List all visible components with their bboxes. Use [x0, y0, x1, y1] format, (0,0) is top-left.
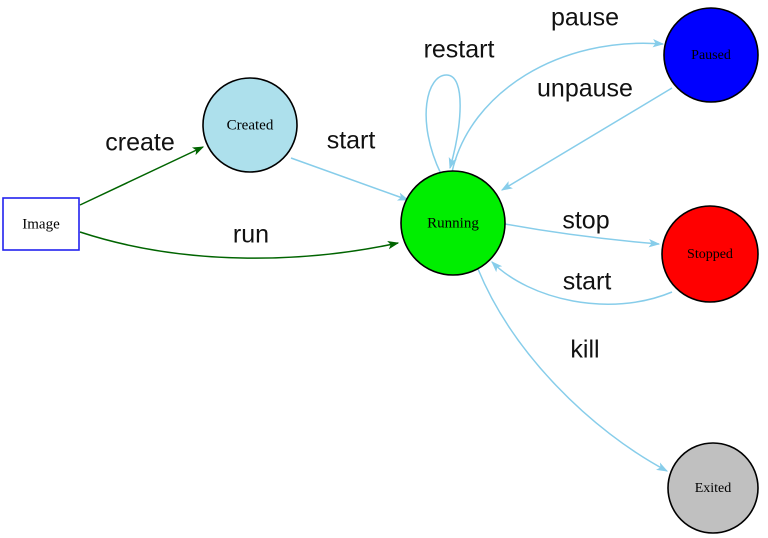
node-stopped[interactable]: Stopped: [661, 205, 759, 303]
node-exited-label: Exited: [695, 481, 732, 496]
node-paused-label: Paused: [691, 48, 731, 63]
node-running[interactable]: Running: [400, 170, 506, 276]
edge-label-restart: restart: [424, 36, 495, 64]
edge-label-run: run: [233, 221, 269, 249]
edge-label-start-created: start: [327, 127, 376, 155]
node-stopped-label: Stopped: [687, 247, 733, 262]
edge-unpause: [500, 87, 673, 191]
edge-restart: [425, 74, 461, 175]
edge-start-created: [290, 157, 410, 201]
node-running-shape: [400, 170, 506, 276]
node-exited-shape: [667, 442, 759, 534]
edge-stop: [504, 223, 661, 248]
node-created[interactable]: Created: [202, 77, 298, 173]
edge-label-kill: kill: [570, 336, 599, 364]
edge-label-stop: stop: [562, 207, 609, 235]
node-exited[interactable]: Exited: [667, 442, 759, 534]
edge-create: [79, 146, 205, 206]
node-created-label: Created: [227, 117, 274, 133]
edge-pause: [451, 39, 665, 173]
edge-run: [79, 231, 400, 259]
edge-label-pause: pause: [551, 4, 619, 32]
node-paused[interactable]: Paused: [663, 7, 759, 103]
node-image[interactable]: Image: [2, 197, 80, 251]
edge-label-create: create: [105, 129, 174, 157]
node-image-shape: [2, 197, 80, 251]
node-image-label: Image: [22, 216, 60, 232]
edge-label-start-stopped: start: [563, 268, 612, 296]
node-paused-shape: [663, 7, 759, 103]
edge-kill: [477, 268, 669, 472]
edge-start-stopped: [491, 261, 673, 305]
edge-label-unpause: unpause: [537, 75, 633, 103]
node-created-shape: [202, 77, 298, 173]
node-stopped-shape: [661, 205, 759, 303]
node-running-label: Running: [427, 215, 479, 231]
